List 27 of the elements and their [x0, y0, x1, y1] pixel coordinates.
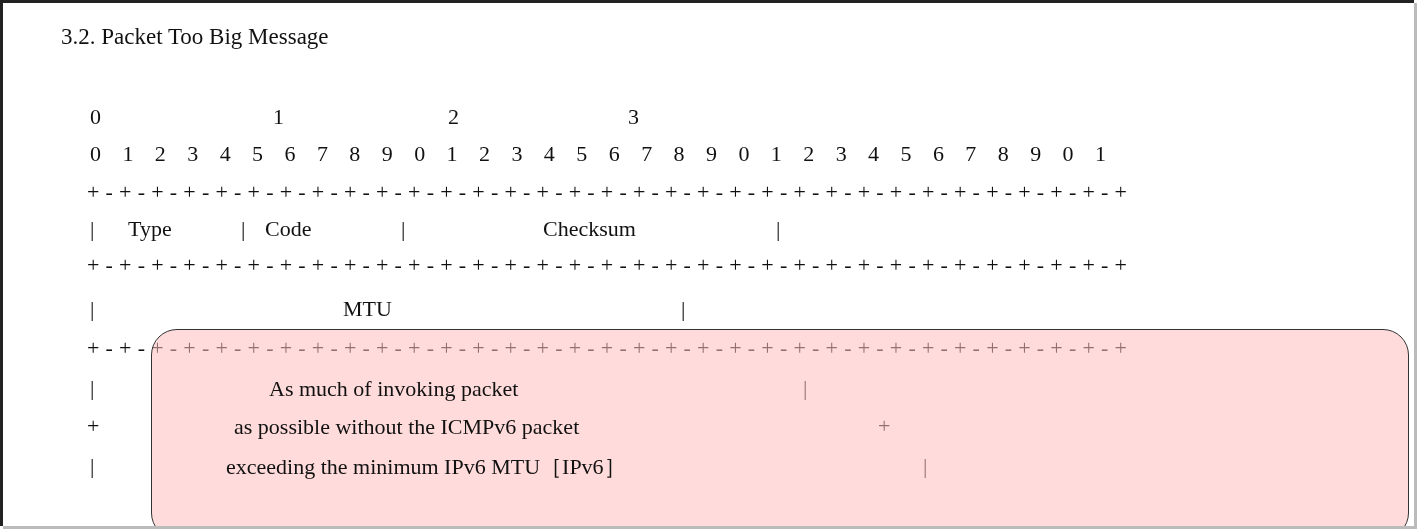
field-name: Checksum — [543, 216, 636, 242]
bit-number: 3 — [628, 104, 639, 130]
ascii-separator: | — [681, 296, 686, 322]
field-description: exceeding the minimum IPv6 MTU［IPv6］ — [226, 454, 626, 480]
ascii-separator: | — [90, 296, 95, 322]
field-description: As much of invoking packet — [269, 376, 519, 402]
field-name: Code — [265, 216, 312, 242]
ascii-separator: | — [776, 216, 781, 242]
bit-number: 0 1 2 3 4 5 6 7 8 9 0 1 2 3 4 5 6 7 8 9 0 1 2 3 4 5 6 7 8 9 0 1 — [90, 141, 1114, 167]
bit-number: 1 — [273, 104, 284, 130]
ascii-separator: | — [401, 216, 406, 242]
bit-number: 0 — [90, 104, 101, 130]
field-name: Type — [128, 216, 172, 242]
ascii-rule: +-+-+-+-+-+-+-+-+-+-+-+-+-+-+-+-+-+-+-+-+-+-+-+-+-+-+-+-+-+-+-+-+ — [87, 252, 1134, 278]
ascii-separator: | — [241, 216, 246, 242]
ascii-separator: | — [803, 375, 808, 401]
field-description: as possible without the ICMPv6 packet — [234, 414, 580, 440]
field-name: MTU — [343, 296, 392, 322]
bit-number: 2 — [448, 104, 459, 130]
section-title: 3.2. Packet Too Big Message — [61, 23, 329, 51]
ascii-separator: | — [90, 216, 95, 242]
ascii-rule: +-+-+-+-+-+-+-+-+-+-+-+-+-+-+-+-+-+-+-+-+-+-+-+-+-+-+-+-+-+-+-+-+ — [87, 179, 1134, 205]
ascii-separator: | — [923, 453, 928, 479]
ascii-separator: + — [87, 413, 100, 439]
ascii-separator: + — [878, 413, 891, 439]
ascii-separator: | — [90, 375, 95, 401]
ascii-separator: | — [90, 453, 95, 479]
